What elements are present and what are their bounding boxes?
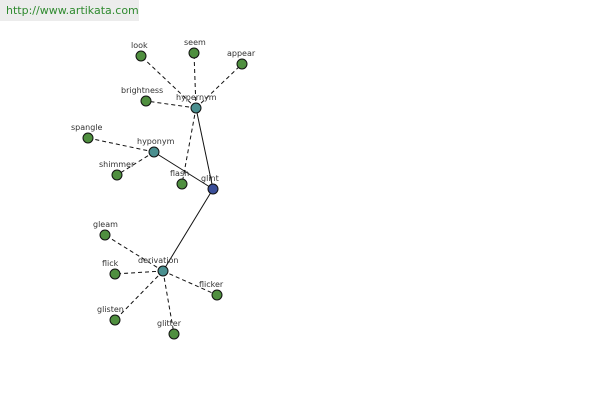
node-derivation[interactable]: derivation (138, 256, 178, 277)
node-circle-appear[interactable] (236, 58, 248, 70)
site-url-banner[interactable]: http://www.artikata.com (0, 0, 139, 21)
node-circle-hyponym[interactable] (148, 146, 160, 158)
node-hyponym[interactable]: hyponym (137, 137, 175, 158)
node-label-brightness[interactable]: brightness (121, 86, 163, 95)
node-circle-glitter[interactable] (168, 328, 180, 340)
node-glint[interactable]: glint (201, 174, 219, 195)
node-label-glint[interactable]: glint (201, 174, 219, 183)
node-label-flicker[interactable]: flicker (199, 280, 224, 289)
edge-hyponym-shimmer (116, 151, 155, 176)
node-circle-flick[interactable] (109, 268, 121, 280)
node-spangle[interactable]: spangle (71, 123, 103, 144)
node-circle-look[interactable] (135, 50, 147, 62)
edge-hypernym-brightness (145, 100, 197, 109)
nodes-layer: glint hypernym hyponym derivation look seem ap… (71, 38, 256, 340)
node-label-appear[interactable]: appear (227, 49, 256, 58)
node-flick[interactable]: flick (102, 259, 121, 280)
edge-derivation-flick (114, 270, 164, 275)
node-shimmer[interactable]: shimmer (99, 160, 135, 181)
node-circle-shimmer[interactable] (111, 169, 123, 181)
edge-hypernym-appear (195, 63, 243, 109)
node-label-hypernym[interactable]: hypernym (176, 93, 217, 102)
edge-derivation-flicker (162, 270, 218, 296)
node-circle-flash[interactable] (176, 178, 188, 190)
node-circle-brightness[interactable] (140, 95, 152, 107)
node-label-flash[interactable]: flash (170, 169, 189, 178)
node-look[interactable]: look (131, 41, 148, 62)
edge-glint-derivation (162, 188, 214, 272)
node-label-glisten[interactable]: glisten (97, 305, 124, 314)
edge-hypernym-seem (193, 52, 197, 109)
edge-hypernym-look (140, 55, 197, 109)
edge-hypernym-flash (181, 107, 197, 185)
edge-glint-hyponym (153, 151, 214, 190)
node-label-gleam[interactable]: gleam (93, 220, 118, 229)
node-circle-glisten[interactable] (109, 314, 121, 326)
node-label-flick[interactable]: flick (102, 259, 119, 268)
node-flash[interactable]: flash (170, 169, 189, 190)
edge-derivation-glitter (162, 270, 175, 335)
node-circle-flicker[interactable] (211, 289, 223, 301)
node-glitter[interactable]: glitter (157, 319, 182, 340)
node-seem[interactable]: seem (184, 38, 206, 59)
node-circle-glint[interactable] (207, 183, 219, 195)
node-circle-gleam[interactable] (99, 229, 111, 241)
edges-layer (87, 52, 243, 335)
edge-derivation-gleam (104, 234, 164, 272)
node-label-spangle[interactable]: spangle (71, 123, 103, 132)
node-label-look[interactable]: look (131, 41, 148, 50)
node-label-derivation[interactable]: derivation (138, 256, 178, 265)
edge-glint-hypernym (195, 107, 214, 190)
node-circle-seem[interactable] (188, 47, 200, 59)
node-circle-spangle[interactable] (82, 132, 94, 144)
node-circle-hypernym[interactable] (190, 102, 202, 114)
edge-hyponym-spangle (87, 137, 155, 153)
node-glisten[interactable]: glisten (97, 305, 124, 326)
node-gleam[interactable]: gleam (93, 220, 118, 241)
node-label-glitter[interactable]: glitter (157, 319, 182, 328)
node-circle-derivation[interactable] (157, 265, 169, 277)
node-hypernym[interactable]: hypernym (176, 93, 217, 114)
node-flicker[interactable]: flicker (199, 280, 224, 301)
node-brightness[interactable]: brightness (121, 86, 163, 107)
node-label-shimmer[interactable]: shimmer (99, 160, 135, 169)
edge-derivation-glisten (114, 270, 164, 321)
node-label-seem[interactable]: seem (184, 38, 206, 47)
node-appear[interactable]: appear (227, 49, 256, 70)
node-label-hyponym[interactable]: hyponym (137, 137, 175, 146)
